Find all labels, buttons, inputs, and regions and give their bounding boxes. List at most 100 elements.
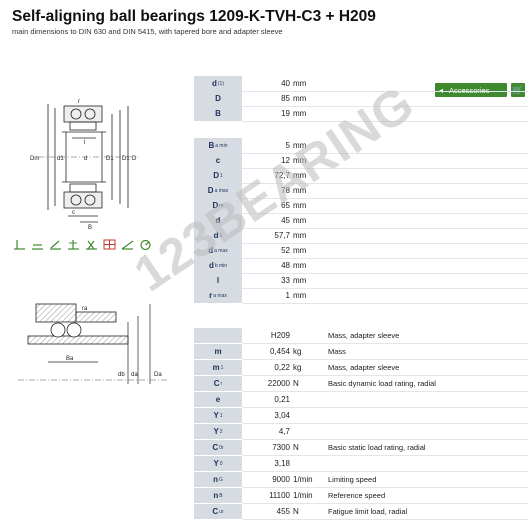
param-value: 3,04 bbox=[274, 411, 290, 420]
param-symbol: Y bbox=[213, 459, 219, 468]
param-value: 5 bbox=[285, 141, 290, 150]
param-description bbox=[328, 273, 528, 288]
label-Da: Da bbox=[154, 372, 162, 378]
grid-icon bbox=[103, 239, 116, 249]
param-description bbox=[328, 106, 528, 121]
param-unit: mm bbox=[293, 216, 307, 225]
row-divider bbox=[242, 359, 528, 360]
param-value: 3,18 bbox=[274, 459, 290, 468]
param-description: Limiting speed bbox=[328, 475, 377, 484]
param-unit bbox=[293, 408, 325, 423]
param-description bbox=[328, 408, 528, 423]
param-unit: mm bbox=[293, 231, 307, 240]
label-ba: Ba bbox=[66, 356, 74, 362]
param-subscript: r bbox=[220, 380, 223, 387]
param-subscript: a min bbox=[215, 142, 228, 149]
param-value: 7300 bbox=[272, 443, 290, 452]
param-unit bbox=[293, 424, 325, 439]
param-value: 12 bbox=[281, 156, 290, 165]
param-symbol: r bbox=[209, 291, 213, 300]
row-divider bbox=[242, 503, 528, 504]
param-value: 52 bbox=[281, 246, 290, 255]
param-value: 48 bbox=[281, 261, 290, 270]
param-symbol: C bbox=[212, 507, 219, 516]
param-unit: mm bbox=[293, 186, 307, 195]
combined-load-icon bbox=[50, 240, 61, 250]
param-symbol: D bbox=[213, 171, 219, 180]
param-subscript: 1 bbox=[220, 172, 223, 179]
param-label: d bbox=[194, 213, 242, 228]
param-symbol: D bbox=[212, 201, 219, 210]
param-description: Mass bbox=[328, 347, 346, 356]
mounting-dimensions-drawing: ra Ba db da Da bbox=[18, 303, 168, 384]
param-subscript: a max bbox=[214, 247, 228, 254]
speed-icon bbox=[140, 239, 151, 250]
param-description bbox=[328, 198, 528, 213]
row-divider bbox=[242, 487, 528, 488]
row-divider bbox=[242, 375, 528, 376]
param-symbol: D bbox=[207, 186, 214, 195]
param-description: Mass, adapter sleeve bbox=[328, 363, 400, 372]
param-symbol: l bbox=[216, 276, 220, 285]
label-d: d bbox=[84, 156, 87, 162]
param-label: c bbox=[194, 153, 242, 168]
param-unit: mm bbox=[293, 246, 307, 255]
param-unit: N bbox=[293, 507, 299, 516]
param-symbol: e bbox=[215, 395, 221, 404]
radial-load-icon bbox=[14, 239, 25, 250]
label-ra: ra bbox=[82, 306, 88, 312]
accessories-label: Accessories bbox=[449, 85, 490, 95]
param-subscript: ur bbox=[219, 508, 224, 515]
label-b: B bbox=[88, 225, 92, 231]
accessories-button[interactable]: ◂ Accessories bbox=[435, 83, 507, 97]
row-divider bbox=[242, 288, 528, 289]
label-c: c bbox=[72, 210, 75, 216]
param-unit: mm bbox=[293, 291, 307, 300]
param-unit: mm bbox=[293, 79, 307, 88]
param-unit: mm bbox=[293, 109, 307, 118]
cart-button[interactable]: 🛒 bbox=[511, 83, 525, 97]
param-description bbox=[328, 76, 528, 91]
param-description bbox=[328, 243, 528, 258]
row-divider bbox=[242, 273, 528, 274]
param-subscript: 1 bbox=[220, 364, 224, 371]
row-divider bbox=[242, 228, 528, 229]
param-description: Reference speed bbox=[328, 491, 386, 500]
param-value: 0,454 bbox=[269, 347, 290, 356]
param-description bbox=[328, 153, 528, 168]
param-symbol: n bbox=[213, 491, 219, 500]
row-divider bbox=[242, 343, 528, 344]
param-symbol: B bbox=[208, 141, 215, 150]
param-value: 455 bbox=[276, 507, 290, 516]
page-title: Self-aligning ball bearings 1209-K-TVH-C… bbox=[12, 8, 376, 25]
param-description bbox=[328, 228, 528, 243]
row-divider bbox=[242, 153, 528, 154]
param-label: e bbox=[194, 392, 242, 407]
param-symbol: n bbox=[213, 475, 218, 484]
bearing-cross-section-drawing: r Dm d1 l d D1 D1 D c B bbox=[30, 99, 138, 231]
param-value: 4,7 bbox=[278, 427, 290, 436]
row-divider bbox=[242, 423, 528, 424]
param-value: 22000 bbox=[267, 379, 290, 388]
row-divider bbox=[242, 121, 528, 122]
param-value: 65 bbox=[281, 201, 290, 210]
param-unit: mm bbox=[293, 156, 307, 165]
param-description bbox=[328, 138, 528, 153]
